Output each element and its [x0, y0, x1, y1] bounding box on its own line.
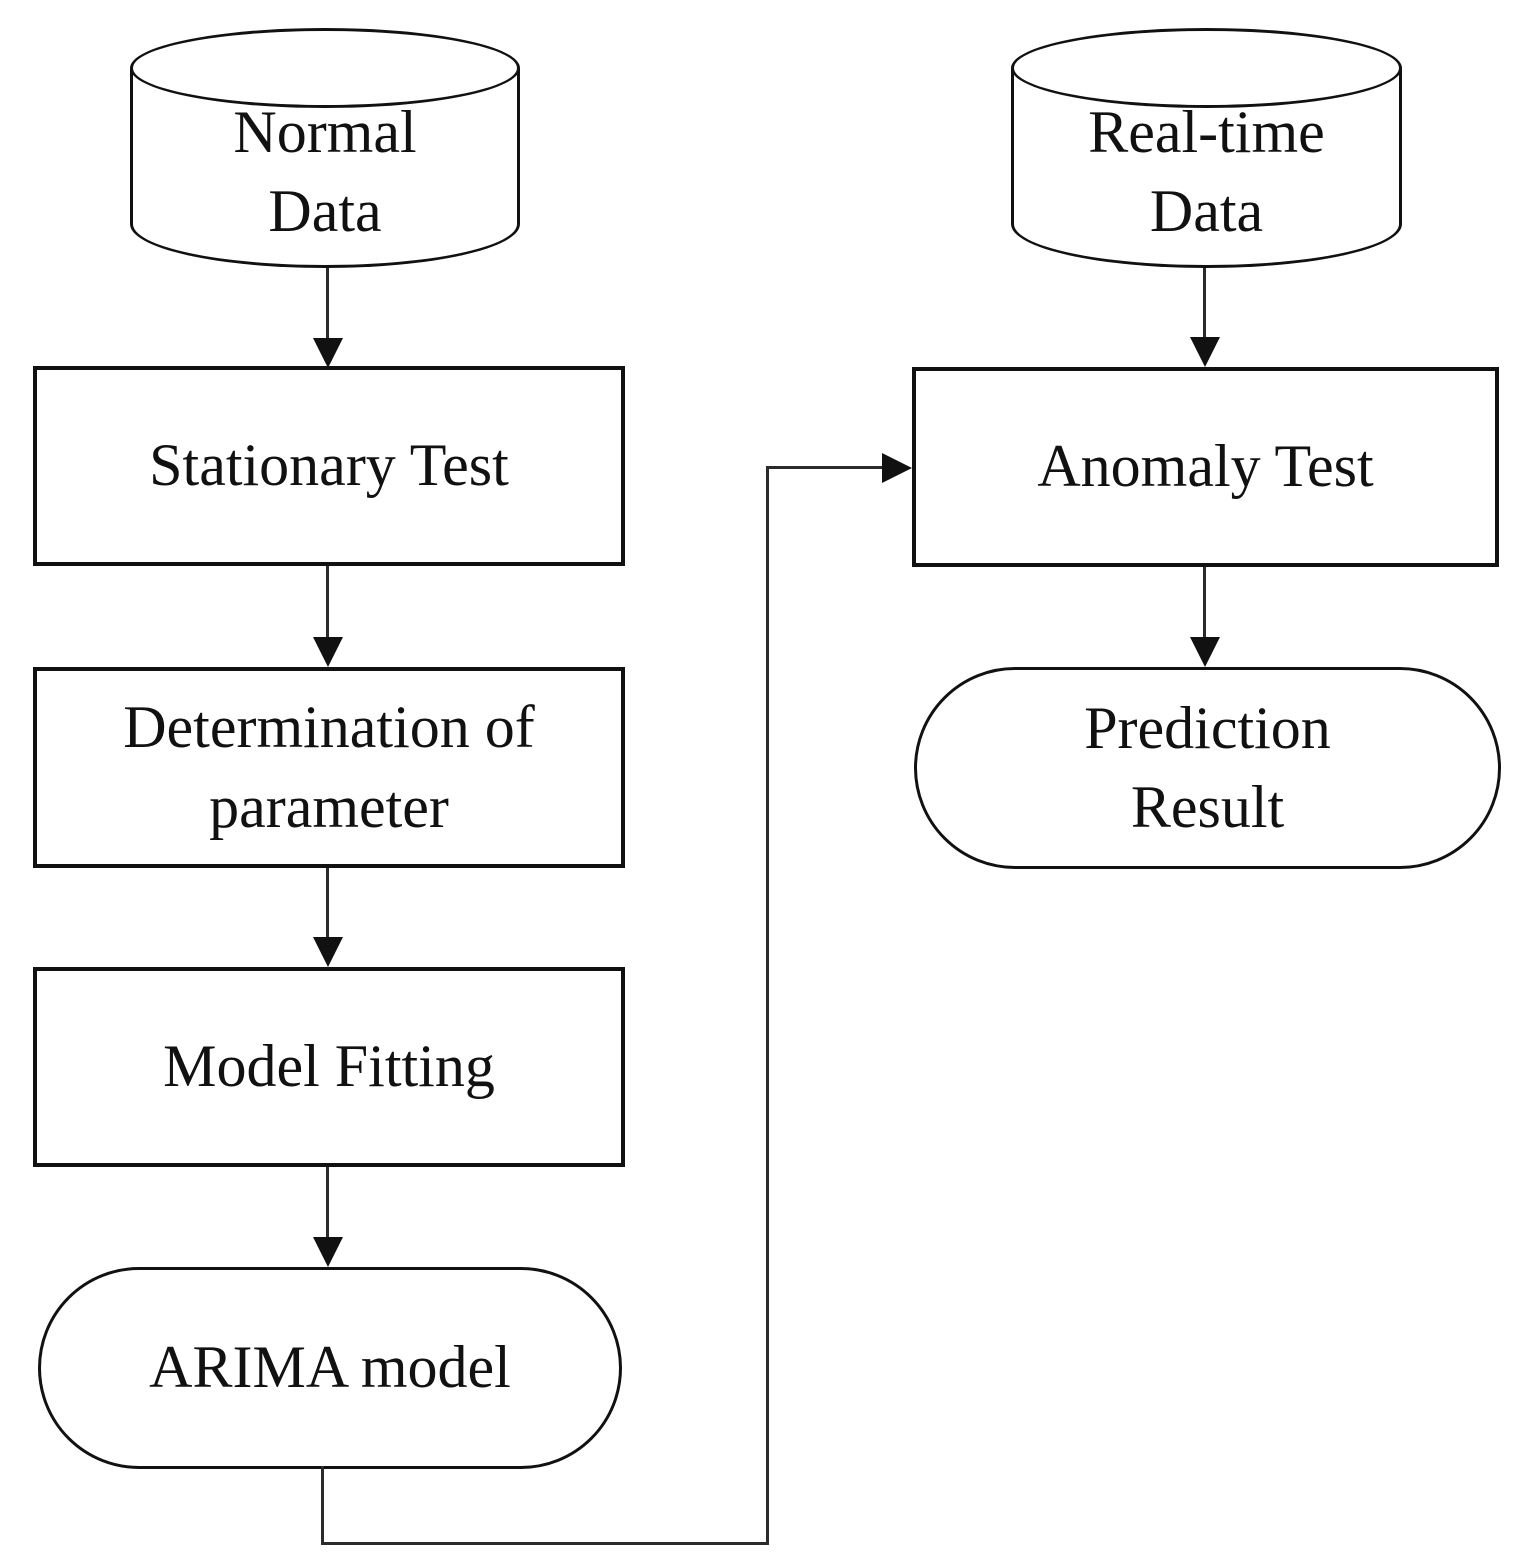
node-label: ARIMA model [149, 1334, 511, 1401]
node-label: Normal Data [233, 98, 417, 244]
node-label: Determination of parameter [123, 694, 535, 840]
node-label-wrap: Normal Data [130, 76, 520, 268]
node-model-fitting: Model Fitting [33, 967, 625, 1167]
node-label: Real-time Data [1088, 98, 1325, 244]
edge-line [1203, 267, 1206, 339]
arrowhead-down-icon [313, 338, 343, 368]
node-label-wrap: Real-time Data [1011, 76, 1402, 268]
node-prediction-result: Prediction Result [914, 667, 1501, 869]
node-label: Model Fitting [163, 1033, 495, 1100]
node-anomaly-test: Anomaly Test [912, 367, 1499, 567]
arrowhead-down-icon [1190, 337, 1220, 367]
node-arima-model: ARIMA model [38, 1267, 622, 1469]
edge-line [321, 1542, 769, 1545]
node-stationary-test: Stationary Test [33, 366, 625, 566]
edge-line [326, 868, 329, 940]
node-label: Prediction Result [1084, 694, 1331, 840]
cylinder-top-ellipse [1011, 28, 1402, 108]
cylinder-top-ellipse [130, 28, 520, 108]
edge-line [1203, 567, 1206, 639]
arrowhead-down-icon [313, 1237, 343, 1267]
node-real-time-data: Real-time Data [1011, 28, 1402, 268]
edge-line [321, 1466, 324, 1545]
node-label: Stationary Test [149, 432, 509, 499]
node-label: Anomaly Test [1037, 433, 1374, 500]
arrowhead-down-icon [1190, 637, 1220, 667]
arrowhead-down-icon [313, 937, 343, 967]
arrowhead-down-icon [313, 637, 343, 667]
edge-line [766, 466, 769, 1545]
edge-line [326, 267, 329, 341]
edge-line [766, 466, 884, 469]
node-determination-of-parameter: Determination of parameter [33, 667, 625, 868]
node-normal-data: Normal Data [130, 28, 520, 268]
arrowhead-right-icon [882, 453, 912, 483]
edge-line [326, 1167, 329, 1239]
edge-line [326, 566, 329, 640]
